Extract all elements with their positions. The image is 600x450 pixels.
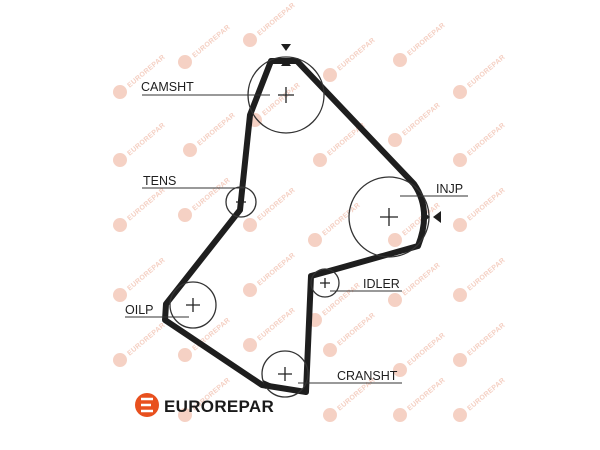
watermark-mark: EUROREPAR [113,257,167,302]
svg-text:EUROREPAR: EUROREPAR [256,307,296,343]
watermark-mark: EUROREPAR [113,54,167,99]
svg-text:EUROREPAR: EUROREPAR [466,187,506,223]
crankshaft-pulley [261,350,309,398]
watermark-mark: EUROREPAR [323,37,377,82]
svg-text:EUROREPAR: EUROREPAR [126,187,166,223]
watermark-mark: EUROREPAR [453,377,507,422]
watermark-mark: EUROREPAR [308,282,362,327]
watermark-mark: EUROREPAR [453,322,507,367]
svg-text:EUROREPAR: EUROREPAR [126,122,166,158]
watermark-mark: EUROREPAR [453,257,507,302]
svg-text:EUROREPAR: EUROREPAR [256,2,296,38]
watermark-mark: EUROREPAR [393,22,447,67]
svg-text:EUROREPAR: EUROREPAR [126,322,166,358]
injection-pump-pulley [348,176,430,258]
svg-text:EUROREPAR: EUROREPAR [406,332,446,368]
svg-text:EUROREPAR: EUROREPAR [321,202,361,238]
watermark-mark: EUROREPAR [243,2,297,47]
injection-pump-timing-mark-icon [422,211,441,223]
svg-text:EUROREPAR: EUROREPAR [321,282,361,318]
brand-name: EUROREPAR [164,397,274,416]
svg-text:EUROREPAR: EUROREPAR [466,257,506,293]
label-injection-pump: INJP [436,182,463,196]
oil-pump-pulley [169,281,217,329]
watermark-mark: EUROREPAR [183,112,237,157]
watermark-mark: EUROREPAR [308,202,362,247]
watermark-mark: EUROREPAR [453,54,507,99]
camshaft-timing-mark-icon [281,44,291,66]
svg-text:EUROREPAR: EUROREPAR [466,54,506,90]
watermark-mark: EUROREPAR [243,307,297,352]
label-tensioner: TENS [143,174,176,188]
eurorepar-logo: EUROREPAR [135,393,274,417]
svg-text:EUROREPAR: EUROREPAR [256,252,296,288]
watermark-mark: EUROREPAR [113,187,167,232]
watermark-mark: EUROREPAR [323,312,377,357]
watermark-mark: EUROREPAR [113,322,167,367]
label-oil-pump: OILP [125,303,154,317]
svg-text:EUROREPAR: EUROREPAR [466,122,506,158]
svg-text:EUROREPAR: EUROREPAR [401,102,441,138]
svg-text:EUROREPAR: EUROREPAR [401,262,441,298]
svg-text:EUROREPAR: EUROREPAR [406,377,446,413]
svg-text:EUROREPAR: EUROREPAR [191,177,231,213]
svg-text:EUROREPAR: EUROREPAR [196,112,236,148]
watermark-mark: EUROREPAR [388,102,442,147]
svg-text:EUROREPAR: EUROREPAR [466,377,506,413]
watermark-mark: EUROREPAR [243,187,297,232]
svg-text:EUROREPAR: EUROREPAR [336,37,376,73]
svg-text:EUROREPAR: EUROREPAR [466,322,506,358]
watermark-mark: EUROREPAR [393,377,447,422]
watermark-mark: EUROREPAR [113,122,167,167]
watermark-mark: EUROREPAR [178,24,232,69]
label-crankshaft: CRANSHT [337,369,398,383]
svg-text:EUROREPAR: EUROREPAR [256,187,296,223]
label-camshaft: CAMSHT [141,80,194,94]
svg-text:EUROREPAR: EUROREPAR [191,317,231,353]
leader-lines [125,94,468,384]
watermark-mark: EUROREPAR [388,202,442,247]
svg-text:EUROREPAR: EUROREPAR [261,82,301,118]
watermark-mark: EUROREPAR [243,252,297,297]
svg-text:EUROREPAR: EUROREPAR [406,22,446,58]
svg-text:EUROREPAR: EUROREPAR [191,24,231,60]
watermark-mark: EUROREPAR [393,332,447,377]
tensioner-pulley [225,186,257,218]
crankshaft-timing-mark-icon [263,380,272,389]
svg-text:EUROREPAR: EUROREPAR [336,312,376,348]
svg-text:EUROREPAR: EUROREPAR [126,257,166,293]
watermark-mark: EUROREPAR [453,122,507,167]
watermark-mark: EUROREPAR [178,177,232,222]
idler-pulley [310,268,340,298]
label-idler: IDLER [363,277,400,291]
